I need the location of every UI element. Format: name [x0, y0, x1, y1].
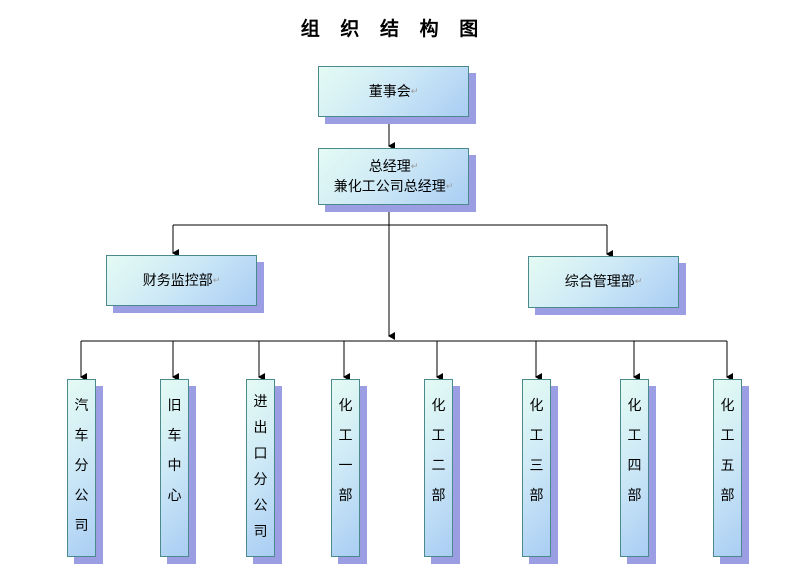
char: 分 — [74, 458, 89, 474]
char: 工 — [431, 428, 446, 444]
node-board: 董事会↵ — [318, 66, 469, 117]
char: 司 — [253, 524, 268, 540]
char: 司 — [74, 518, 89, 534]
char: 化 — [720, 398, 735, 414]
char: 公 — [74, 488, 89, 504]
node-general-manager: 总经理↵ 兼化工公司总经理↵ — [318, 148, 469, 205]
char: 化 — [431, 398, 446, 414]
char: 工 — [529, 428, 544, 444]
char: 出 — [253, 420, 268, 436]
char: 部 — [431, 488, 446, 504]
node-finance-label: 财务监控部 — [142, 272, 213, 289]
node-board-label: 董事会 — [368, 83, 411, 100]
char: 进 — [253, 394, 268, 410]
char: 工 — [720, 428, 735, 444]
char: 公 — [253, 498, 268, 514]
node-admin-label: 综合管理部 — [564, 274, 635, 290]
node-chem-dept-1: 化 工 一 部 — [331, 379, 360, 557]
char: 旧 — [167, 398, 182, 414]
char: 三 — [529, 458, 544, 474]
node-gm-line2: 兼化工公司总经理 — [333, 178, 446, 195]
char: 五 — [720, 458, 735, 474]
node-import-export-branch: 进 出 口 分 公 司 — [246, 379, 275, 557]
node-chem-dept-2: 化 工 二 部 — [424, 379, 453, 557]
char: 化 — [529, 398, 544, 414]
char: 汽 — [74, 398, 89, 414]
node-finance: 财务监控部↵ — [106, 255, 257, 306]
node-admin: 综合管理部↵ — [528, 256, 679, 308]
char: 一 — [338, 458, 353, 474]
node-auto-branch: 汽 车 分 公 司 — [67, 379, 96, 557]
chart-title: 组 织 结 构 图 — [300, 18, 486, 40]
char: 二 — [431, 458, 446, 474]
char: 中 — [167, 458, 182, 474]
char: 部 — [720, 488, 735, 504]
char: 部 — [529, 488, 544, 504]
node-used-car-center: 旧 车 中 心 — [160, 379, 189, 557]
char: 部 — [627, 488, 642, 504]
char: 部 — [338, 488, 353, 504]
char: 车 — [74, 428, 89, 444]
node-chem-dept-4: 化 工 四 部 — [620, 379, 649, 557]
node-gm-line1: 总经理 — [368, 158, 411, 175]
char: 化 — [338, 398, 353, 414]
char: 四 — [627, 458, 642, 474]
char: 心 — [167, 488, 182, 504]
char: 口 — [253, 446, 268, 462]
node-chem-dept-5: 化 工 五 部 — [713, 379, 742, 557]
char: 工 — [627, 428, 642, 444]
node-chem-dept-3: 化 工 三 部 — [522, 379, 551, 557]
char: 车 — [167, 428, 182, 444]
char: 化 — [627, 398, 642, 414]
char: 分 — [253, 472, 268, 488]
char: 工 — [338, 428, 353, 444]
